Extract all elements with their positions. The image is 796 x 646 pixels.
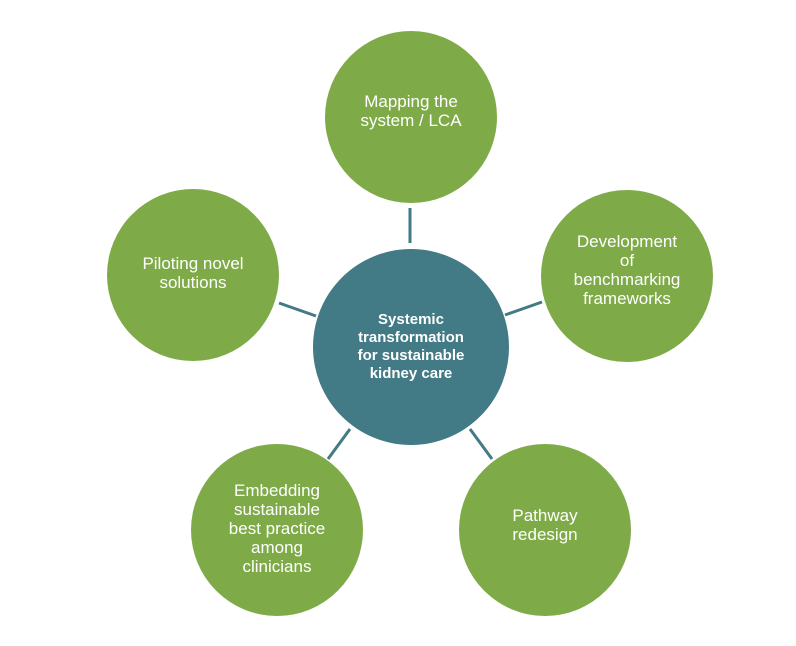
hub-node: Systemic transformation for sustainable … [313,249,509,445]
connector-bottom-right [468,428,494,460]
spoke-node-piloting: Piloting novel solutions [107,189,279,361]
spoke-label-piloting: Piloting novel solutions [142,254,244,292]
spoke-label-pathway: Pathway redesign [512,506,578,544]
spoke-node-benchmarking: Development of benchmarking frameworks [541,190,713,362]
spoke-node-embedding: Embedding sustainable best practice amon… [191,444,363,616]
connector-bottom-left [326,428,352,460]
spoke-label-mapping: Mapping the system / LCA [360,92,462,130]
connector-left [278,301,317,318]
spoke-node-pathway: Pathway redesign [459,444,631,616]
connector-right [504,300,543,317]
spoke-label-embedding: Embedding sustainable best practice amon… [228,480,326,576]
spoke-label-benchmarking: Development of benchmarking frameworks [573,232,681,308]
hub-label: Systemic transformation for sustainable … [357,311,465,382]
spoke-node-mapping: Mapping the system / LCA [325,31,497,203]
